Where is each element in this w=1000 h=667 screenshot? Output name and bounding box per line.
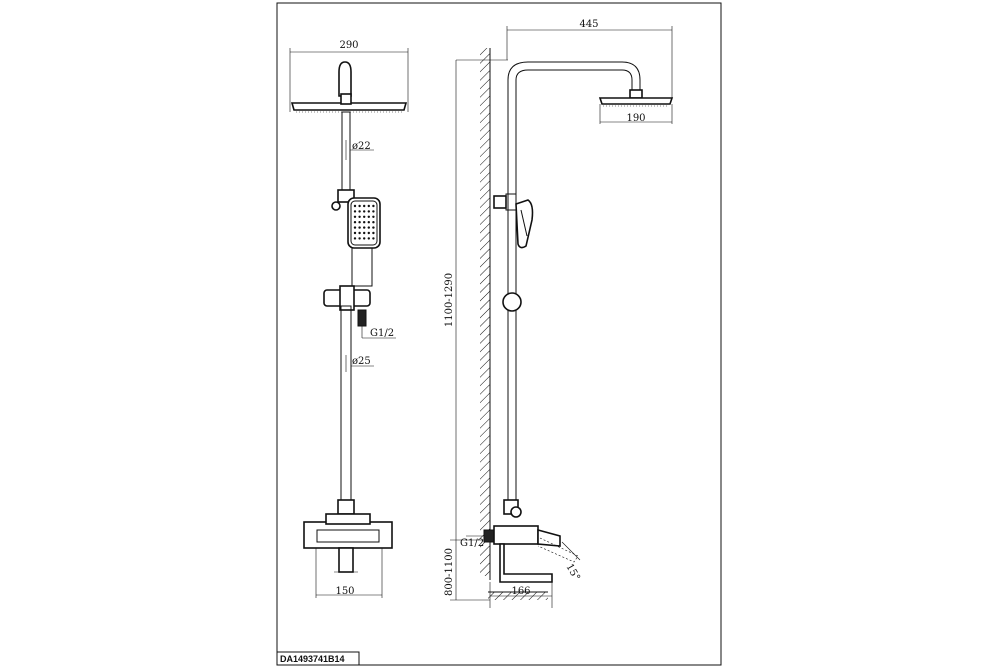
nozzle-dot [367,226,370,229]
mixer-width-label: 150 [335,586,354,597]
nozzle-dot [363,231,366,235]
side-lever [537,528,561,547]
lower-pipe [340,305,352,503]
nozzle-dot [363,215,366,218]
nozzle-dot [353,221,357,224]
nozzle-dot [372,221,375,224]
nozzle-dot [367,215,370,218]
nozzle-dot [372,226,375,229]
nozzle-dot [367,210,370,213]
wall-hatch [480,48,490,576]
nozzle-dot [353,231,357,235]
nozzle-dot [353,215,357,218]
front-inlet-thread-label: G1/2 [370,328,394,339]
nozzle-dot [363,226,366,229]
nozzle-dot [363,221,366,224]
nozzle-dot [353,237,357,240]
lever-angle-label: 15° [563,562,581,583]
nozzle-dot [353,210,357,213]
nozzle-dot [358,231,361,235]
nozzle-dot [363,204,366,208]
nozzle-dot [358,215,361,218]
nozzle-dot [358,226,361,229]
drawing-code: DA1493741B14 [280,654,345,664]
lower-pipe-diameter: ø25 [352,356,371,367]
hand-shower-handle [351,247,373,287]
nozzle-dot [367,231,370,235]
nozzle-dot [363,210,366,213]
nozzle-dot [372,210,375,213]
nozzle-dot [372,215,375,218]
bath-spout [338,547,354,573]
upper-pipe-diameter: ø22 [352,141,371,152]
side-shower-head [598,97,674,105]
side-spout [499,543,553,583]
side-slider [502,292,522,312]
nozzle-dot [358,210,361,213]
height-range-label: 1100-1290 [444,273,455,327]
spout-projection-label: 166 [511,586,530,597]
side-inlet-thread-label: G1/2 [460,538,484,549]
front-view: 290 ø22 G1/2 ø25 [289,40,409,598]
side-view: 445 190 1100-1290 G1/2 [444,19,674,608]
nozzle-dot [372,237,375,240]
side-mixer [493,525,539,545]
nozzle-dot [372,204,375,208]
nozzle-dot [358,221,361,224]
nozzle-dot [367,204,370,208]
nozzle-dot [353,226,357,229]
mixer-height-label: 800-1100 [444,548,455,596]
overhead-width-label: 290 [339,40,358,51]
head-diameter-label: 190 [626,113,645,124]
nozzle-dot [367,237,370,240]
nozzle-dot [358,237,361,240]
nozzle-dot [353,204,357,208]
hose-connector [357,309,367,327]
arm-projection-label: 445 [579,19,598,30]
nozzle-dot [363,237,366,240]
thermostatic-mixer [303,521,393,549]
sheet-border [276,2,722,666]
hand-shower-nozzles [353,204,375,240]
side-shower-arm [507,61,641,92]
shower-arm [338,61,352,97]
nozzle-dot [367,221,370,224]
overhead-shower-head [290,102,408,111]
nozzle-dot [372,231,375,235]
nozzle-dot [358,204,361,208]
title-block [276,651,360,666]
